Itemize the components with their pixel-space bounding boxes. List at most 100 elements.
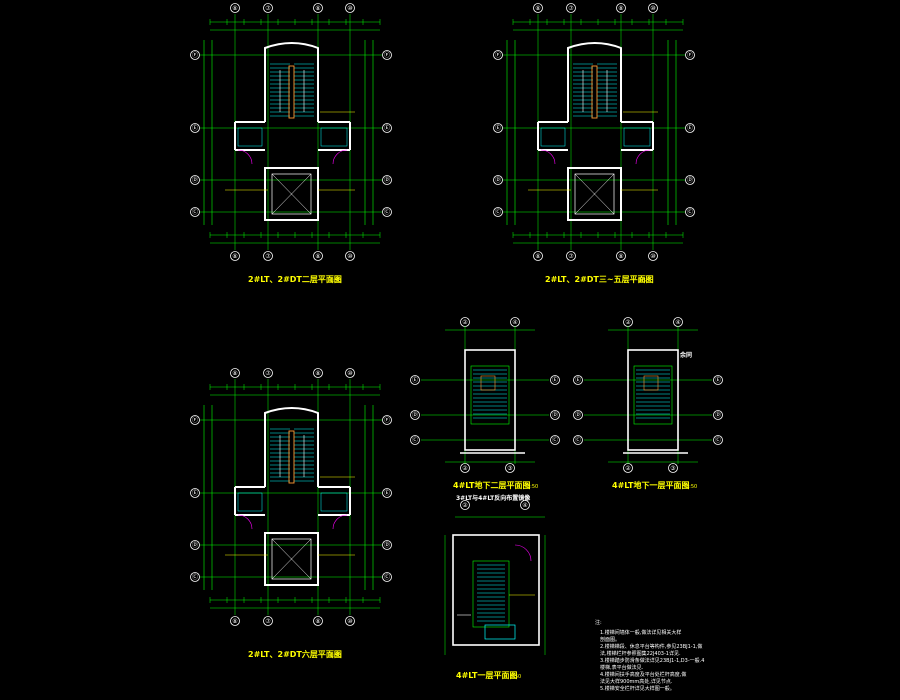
row-axis-bubble-right xyxy=(382,540,392,550)
axis-bubble-label: ⑧ xyxy=(618,253,623,260)
row-axis-bubble-right xyxy=(382,572,392,582)
stair-outline xyxy=(472,560,510,628)
axis-bubble-label: Ⓓ xyxy=(715,411,721,419)
row-axis-bubble-right xyxy=(685,175,695,185)
col-axis-bubble-bottom xyxy=(345,616,355,626)
axis-bubble-label: Ⓓ xyxy=(575,411,581,419)
plan-b2-caption: 3#LT与4#LT反向布置镜像 xyxy=(456,494,531,502)
col-axis-bubble-bottom xyxy=(648,251,658,261)
stair-outline xyxy=(470,365,510,425)
elevator-car xyxy=(271,173,312,215)
col-axis-bubble-bottom xyxy=(533,251,543,261)
note-line: 法,楼梯栏杆参照图集22J403-1详见. xyxy=(600,650,681,657)
row-axis-bubble-left xyxy=(493,50,503,60)
col-axis-bubble-top xyxy=(533,3,543,13)
axis-bubble-label: Ⓕ xyxy=(384,416,390,424)
side-room xyxy=(237,127,263,147)
plan-2f-scale: 1:50 xyxy=(330,278,341,284)
axis-bubble-label: ⑩ xyxy=(347,253,352,260)
col-axis-bubble-top xyxy=(263,368,273,378)
axis-bubble-label: Ⓕ xyxy=(192,416,198,424)
side-room xyxy=(540,127,566,147)
row-axis-bubble-left xyxy=(190,123,200,133)
note-line: 法见大样900mm高处,详见节点. xyxy=(600,678,673,685)
row-axis-bubble-right xyxy=(550,375,560,385)
door-swing xyxy=(540,149,556,165)
stair-top-wall xyxy=(264,407,319,425)
axis-bubble-label: ⑧ xyxy=(232,370,237,377)
row-axis-bubble-right xyxy=(685,123,695,133)
axis-bubble-label: Ⓓ xyxy=(495,176,501,184)
axis-bubble-label: Ⓒ xyxy=(715,436,721,444)
axis-bubble-label: ② xyxy=(462,465,468,472)
axis-bubble-label: ② xyxy=(462,319,468,326)
col-axis-bubble-bottom xyxy=(345,251,355,261)
col-axis-bubble-top xyxy=(230,368,240,378)
axis-bubble-label: ② xyxy=(625,465,631,472)
axis-bubble-label: ④ xyxy=(522,502,527,509)
axis-bubble-label: Ⓒ xyxy=(192,208,198,216)
row-axis-bubble-right xyxy=(685,50,695,60)
col-axis-bubble-top xyxy=(460,500,470,510)
axis-bubble-label: Ⓔ xyxy=(384,489,390,497)
axis-bubble-label: ⑧ xyxy=(232,618,237,625)
axis-bubble-label: Ⓓ xyxy=(384,176,390,184)
side-room xyxy=(623,127,651,147)
axis-bubble-label: ⑦ xyxy=(265,253,271,260)
axis-bubble-label: ⑧ xyxy=(232,5,237,12)
axis-bubble-label: Ⓔ xyxy=(687,124,693,132)
axis-bubble-label: Ⓔ xyxy=(552,376,558,384)
notes-block: 注: 1.楼梯间墙体一般,做法详见相关大样 剖面图。 2.楼梯梯段、休息平台等构… xyxy=(595,619,704,692)
row-axis-bubble-left xyxy=(190,415,200,425)
door-swing xyxy=(237,514,253,530)
col-axis-bubble-top xyxy=(616,3,626,13)
plan-b1-title: 4#LT地下一层平面图 xyxy=(612,480,690,490)
axis-bubble-label: ⑦ xyxy=(568,253,574,260)
axis-bubble-label: ⑩ xyxy=(650,253,655,260)
row-axis-bubble-left xyxy=(190,50,200,60)
axis-bubble-label: ⑧ xyxy=(315,5,320,12)
axis-bubble-label: ③ xyxy=(670,465,675,472)
stair-enclosure-wall xyxy=(627,349,679,451)
side-room xyxy=(320,492,348,512)
col-axis-bubble-top xyxy=(313,368,323,378)
plan-3f-title: 2#LT、2#DT三~五层平面图 xyxy=(545,275,654,284)
axis-bubble-label: Ⓔ xyxy=(384,124,390,132)
col-axis-bubble-bottom xyxy=(313,251,323,261)
plan-b2-title: 4#LT地下二层平面图 xyxy=(453,480,531,490)
col-axis-bubble-bottom xyxy=(263,616,273,626)
handrail xyxy=(288,65,295,119)
row-axis-bubble-right xyxy=(382,415,392,425)
handrail xyxy=(643,375,659,391)
row-axis-bubble-right xyxy=(550,435,560,445)
note-line: 5.楼梯安全栏杆详见大样图一般。 xyxy=(600,685,675,692)
axis-bubble-label: Ⓔ xyxy=(495,124,501,132)
elevator-car xyxy=(574,173,615,215)
side-room xyxy=(237,492,263,512)
axis-bubble-label: ⑦ xyxy=(265,618,271,625)
axis-bubble-label: Ⓔ xyxy=(192,489,198,497)
axis-bubble-label: Ⓒ xyxy=(384,208,390,216)
note-line: 4.楼梯间扶手高度及平台处栏杆高度,做 xyxy=(600,671,686,678)
stair-top-wall xyxy=(567,42,622,60)
axis-bubble-label: ⑩ xyxy=(347,5,352,12)
row-axis-bubble-right xyxy=(713,410,723,420)
col-axis-bubble-top xyxy=(566,3,576,13)
axis-bubble-label: Ⓕ xyxy=(687,51,693,59)
axis-bubble-label: ⑩ xyxy=(347,370,352,377)
stair-enclosure-wall xyxy=(464,349,516,451)
row-axis-bubble-right xyxy=(382,488,392,498)
stair-outline xyxy=(633,365,673,425)
stair-enclosure-wall xyxy=(452,534,540,646)
notes-heading: 注: xyxy=(595,619,602,626)
row-axis-bubble-right xyxy=(685,207,695,217)
plan-6f-title: 2#LT、2#DT六层平面图 xyxy=(248,649,342,659)
axis-bubble-label: Ⓒ xyxy=(575,436,581,444)
col-axis-bubble-bottom xyxy=(616,251,626,261)
